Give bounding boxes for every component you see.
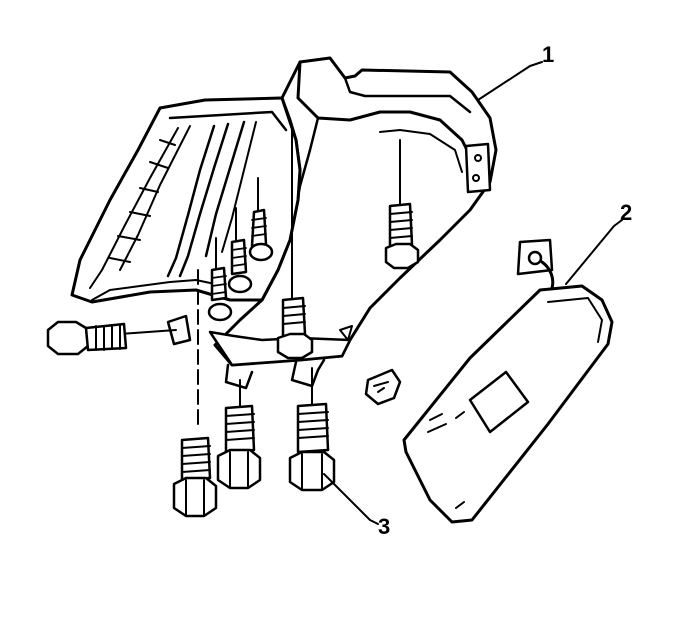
callout-leaders [323, 61, 623, 525]
small-screws [207, 177, 274, 322]
retainer-clip [364, 368, 402, 406]
large-bolts [46, 129, 420, 518]
sunshade [402, 238, 614, 524]
callout-number-1: 1 [542, 42, 554, 67]
callout-number-3: 3 [378, 514, 390, 539]
callout-number-2: 2 [620, 200, 632, 225]
